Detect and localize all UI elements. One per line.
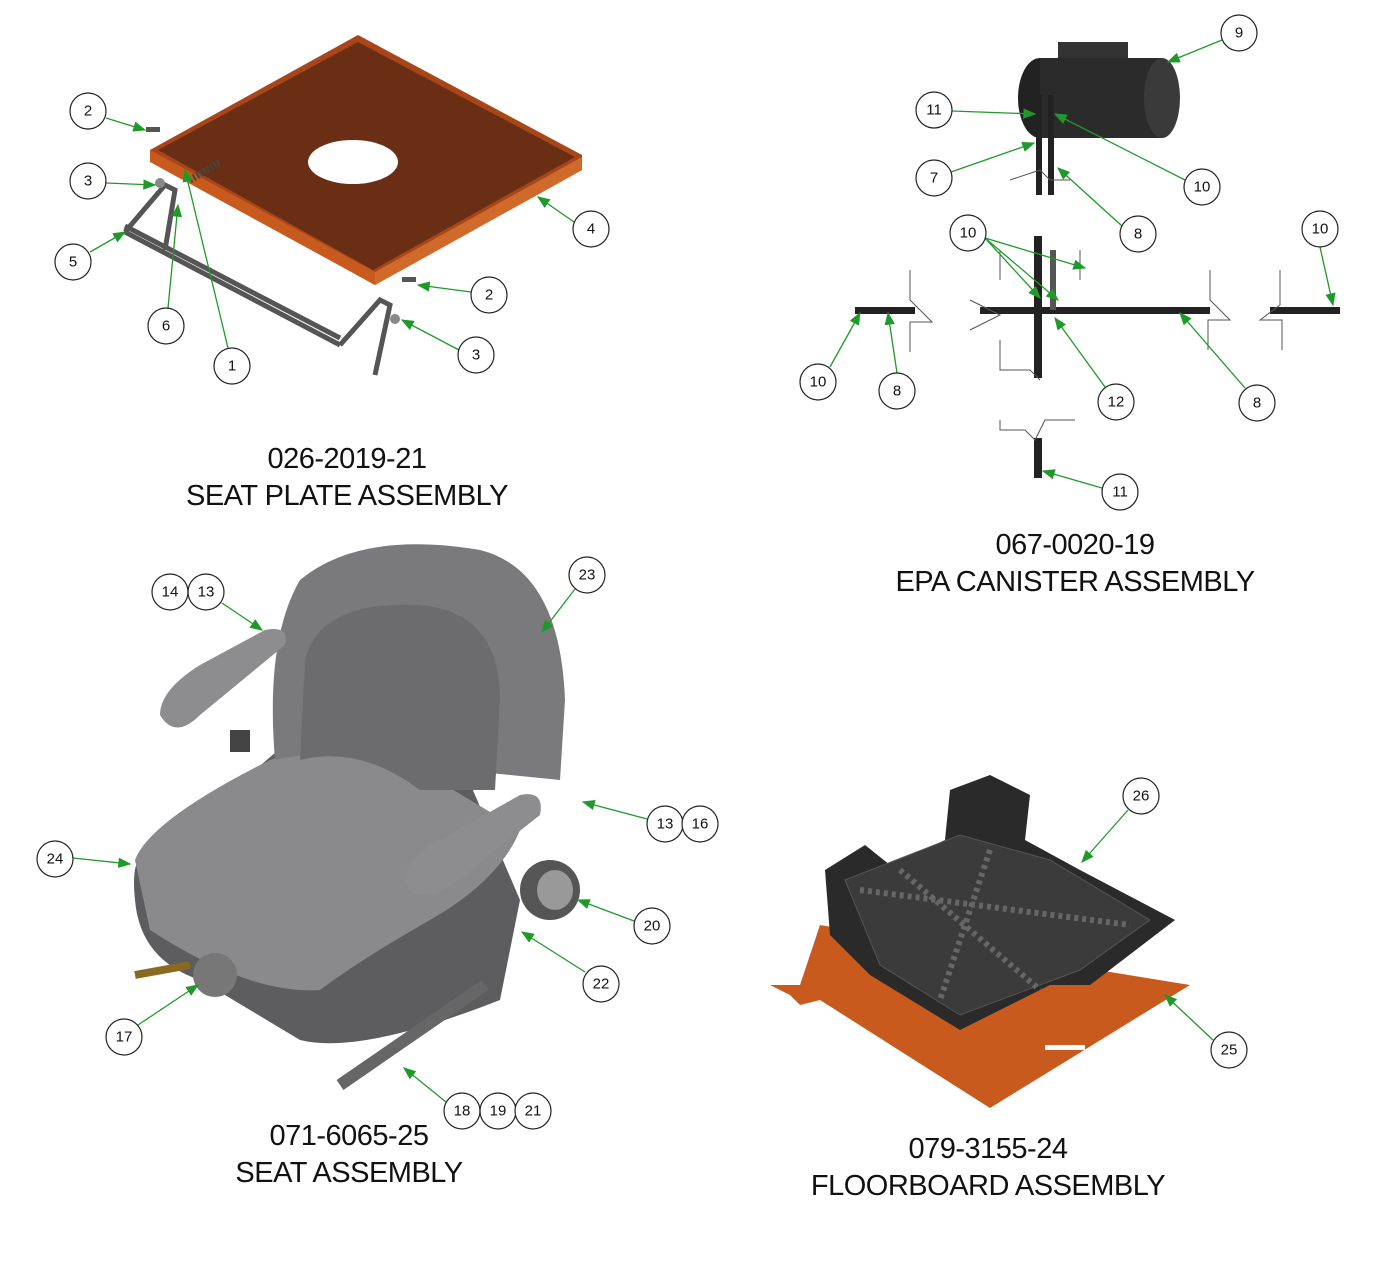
- svg-text:7: 7: [930, 170, 938, 187]
- svg-text:4: 4: [587, 221, 595, 238]
- seat-plate-title: 026-2019-21 SEAT PLATE ASSEMBLY: [186, 441, 509, 515]
- svg-text:5: 5: [69, 254, 77, 271]
- callout-floor: 26 25: [1122, 777, 1248, 1069]
- svg-text:13: 13: [198, 584, 215, 601]
- floorboard-title: 079-3155-24 FLOORBOARD ASSEMBLY: [810, 1131, 1166, 1205]
- svg-text:14: 14: [162, 584, 179, 601]
- svg-text:24: 24: [47, 851, 64, 868]
- callout-seat: 14 13 23 24 13 16 20 22 17 18 19 21: [36, 556, 719, 1130]
- svg-text:12: 12: [1108, 394, 1125, 411]
- svg-text:10: 10: [1312, 221, 1329, 238]
- svg-text:17: 17: [116, 1029, 133, 1046]
- floorboard-drawing: [770, 775, 1190, 1108]
- svg-text:20: 20: [644, 918, 661, 935]
- svg-text:23: 23: [579, 567, 596, 584]
- callout-epa: 9 11 7 10 8 10 10 10 8 12 8 11: [799, 14, 1339, 511]
- svg-text:11: 11: [1112, 484, 1128, 501]
- svg-text:19: 19: [490, 1103, 507, 1120]
- assembly-name: SEAT ASSEMBLY: [235, 1157, 463, 1189]
- callout-seat-plate: 2 3 5 6 1 4 2 3: [54, 92, 610, 385]
- svg-text:21: 21: [525, 1103, 542, 1120]
- svg-text:3: 3: [84, 173, 92, 190]
- svg-text:25: 25: [1221, 1042, 1238, 1059]
- svg-text:10: 10: [1194, 179, 1211, 196]
- svg-text:6: 6: [162, 318, 170, 335]
- part-number: 079-3155-24: [908, 1133, 1068, 1165]
- svg-text:16: 16: [692, 816, 709, 833]
- epa-canister-title: 067-0020-19 EPA CANISTER ASSEMBLY: [895, 527, 1255, 601]
- part-number: 026-2019-21: [267, 443, 427, 475]
- assembly-name: EPA CANISTER ASSEMBLY: [895, 566, 1255, 598]
- svg-text:8: 8: [1134, 226, 1142, 243]
- seat-plate-drawing: [123, 35, 582, 376]
- svg-text:8: 8: [1253, 395, 1261, 412]
- leader-lines: [72, 39, 1336, 1103]
- svg-text:10: 10: [960, 225, 977, 242]
- svg-text:2: 2: [84, 103, 92, 120]
- svg-text:8: 8: [893, 383, 901, 400]
- svg-text:26: 26: [1133, 788, 1150, 805]
- svg-text:9: 9: [1235, 25, 1243, 42]
- svg-text:2: 2: [485, 287, 493, 304]
- svg-text:3: 3: [472, 347, 480, 364]
- epa-canister-drawing: [855, 42, 1340, 478]
- assembly-name: SEAT PLATE ASSEMBLY: [186, 480, 509, 512]
- svg-text:10: 10: [810, 374, 827, 391]
- assembly-name: FLOORBOARD ASSEMBLY: [810, 1170, 1166, 1202]
- seat-drawing: [134, 544, 580, 1090]
- svg-text:1: 1: [228, 358, 236, 375]
- part-number: 071-6065-25: [269, 1120, 429, 1152]
- svg-text:18: 18: [454, 1103, 471, 1120]
- part-number: 067-0020-19: [995, 529, 1155, 561]
- svg-text:11: 11: [926, 102, 942, 119]
- svg-text:13: 13: [657, 816, 674, 833]
- svg-text:22: 22: [593, 976, 610, 993]
- seat-title: 071-6065-25 SEAT ASSEMBLY: [235, 1118, 463, 1192]
